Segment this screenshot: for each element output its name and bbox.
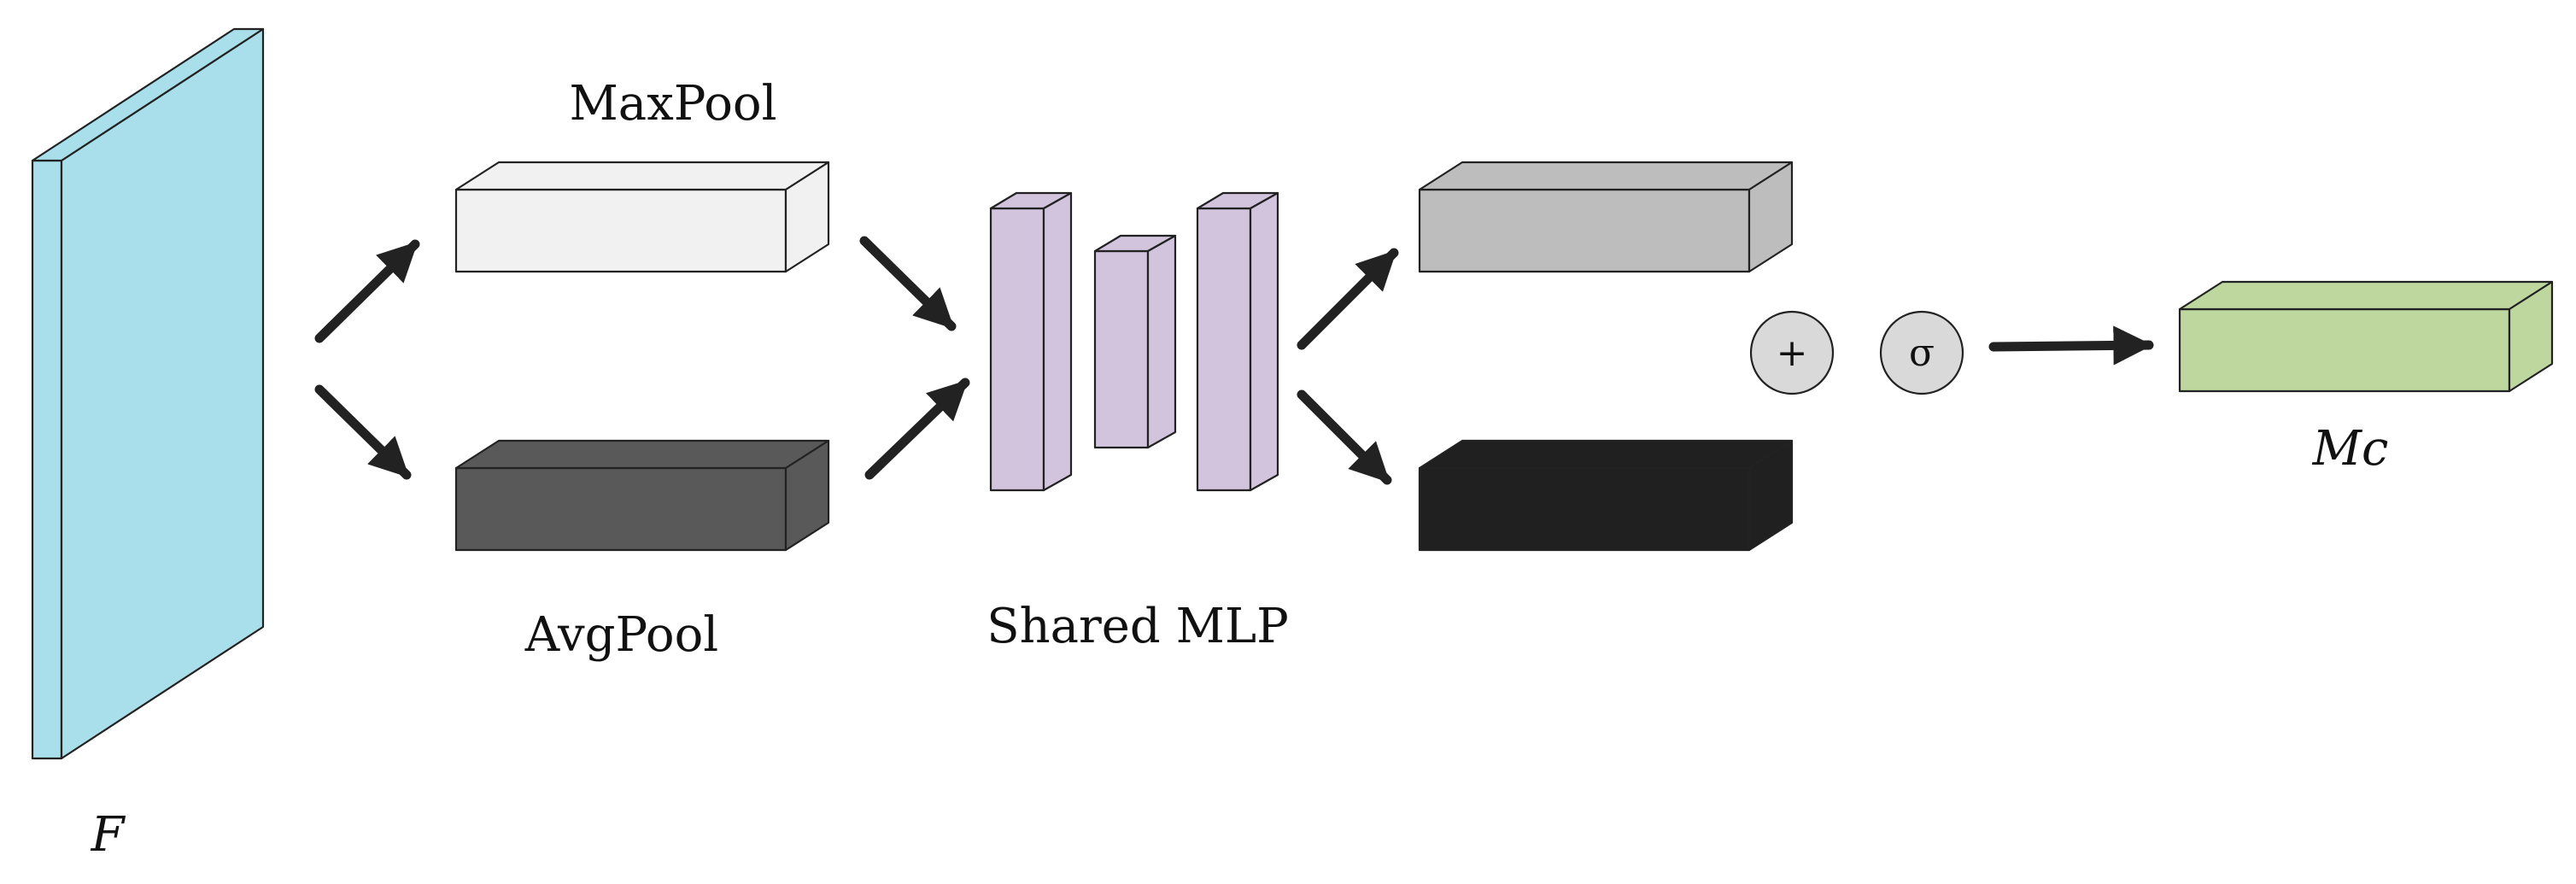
add-operator-circle (1749, 310, 1835, 395)
output-label: Mc (2312, 421, 2389, 477)
add-operator: + (1749, 310, 1835, 395)
sigmoid-operator: σ (1879, 310, 1964, 395)
mlp-layer-3-side (1249, 191, 1279, 492)
output-tensor-side (2508, 280, 2554, 393)
output-tensor-top (2178, 280, 2554, 311)
arrow-mlp-to-avg-output (1297, 389, 1392, 485)
mlp-layer-1-side (1042, 191, 1073, 492)
avgpool-label: AvgPool (524, 607, 718, 663)
avgpool-tensor-front (454, 466, 787, 552)
avgpool-tensor-top (454, 439, 830, 470)
mlp-avg-output-front (1418, 466, 1751, 552)
mlp-layer-3-front (1196, 207, 1252, 492)
flow-arrows (314, 236, 2154, 485)
output-attention-tensor (2178, 280, 2554, 393)
mlp-layer-1-front (989, 207, 1045, 492)
input-tensor-top (31, 27, 265, 162)
arrow-maxpool-to-mlp (859, 236, 957, 331)
mlp-layer-2-front (1093, 249, 1150, 449)
maxpool-tensor-front (454, 188, 787, 273)
mlp-layer-2-side (1146, 234, 1177, 449)
arrow-to-output (1988, 325, 2154, 366)
shared-mlp (989, 191, 1279, 492)
mlp-layer-1 (989, 191, 1073, 492)
add-operator-symbol: + (1777, 331, 1808, 375)
mlp-avg-output-side (1748, 439, 1794, 552)
mlp-max-output-front (1418, 188, 1751, 273)
maxpool-tensor (454, 161, 830, 273)
maxpool-tensor-side (784, 161, 830, 273)
mlp-max-output-side (1748, 161, 1794, 273)
input-feature-tensor (31, 27, 265, 760)
avgpool-tensor-side (784, 439, 830, 552)
maxpool-tensor-top (454, 161, 830, 191)
avgpool-tensor (454, 439, 830, 552)
input-label: F (91, 807, 126, 863)
shared-mlp-label: Shared MLP (986, 599, 1289, 654)
mlp-avg-output-top (1418, 439, 1794, 470)
mlp-max-output-tensor (1418, 161, 1794, 273)
mlp-max-output-top (1418, 161, 1794, 191)
input-tensor-front (31, 159, 63, 760)
output-tensor-front (2178, 307, 2511, 393)
arrow-input-to-avgpool (314, 384, 412, 480)
maxpool-label: MaxPool (569, 76, 776, 132)
arrow-mlp-to-max-output (1297, 248, 1399, 350)
arrow-input-to-maxpool (314, 239, 420, 343)
sigmoid-operator-circle (1879, 310, 1964, 395)
sigmoid-operator-symbol: σ (1909, 331, 1935, 375)
mlp-avg-output-tensor (1418, 439, 1794, 552)
mlp-layer-2 (1093, 234, 1177, 449)
arrow-avgpool-to-mlp (864, 378, 970, 480)
mlp-layer-3 (1196, 191, 1279, 492)
